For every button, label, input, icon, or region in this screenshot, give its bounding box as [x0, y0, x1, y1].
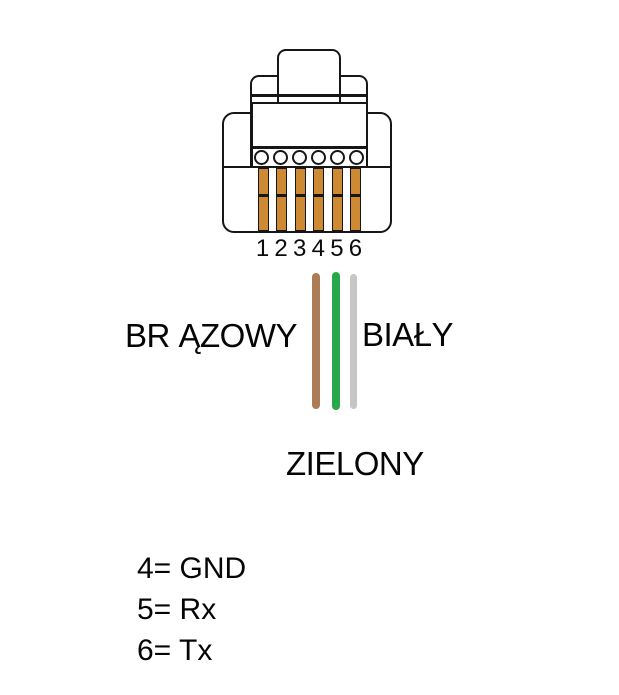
contact-circle-4	[310, 149, 326, 165]
legend-line: 5= Rx	[137, 593, 217, 626]
connector-ridge-line	[250, 94, 368, 97]
contact-circle-1	[254, 149, 270, 165]
pin-1	[258, 168, 269, 231]
white-wire	[350, 274, 357, 409]
green-wire	[332, 272, 340, 410]
green-wire-label: ZIELONY	[286, 445, 424, 482]
contact-circle-6	[348, 149, 364, 165]
gold-pins-row	[258, 168, 361, 231]
pin-5	[331, 168, 343, 231]
pin-assignment-legend: 4= GND 5= Rx 6= Tx	[137, 548, 246, 671]
pin-2	[276, 168, 288, 231]
pin-3	[294, 168, 306, 231]
contact-band-line	[250, 146, 368, 149]
contact-circle-3	[292, 149, 308, 165]
pin-number-5: 5	[330, 235, 344, 262]
pin-number-2: 2	[274, 235, 288, 262]
pin-4	[313, 168, 325, 231]
legend-line: 4= GND	[137, 552, 247, 585]
pin-number-1: 1	[255, 235, 270, 262]
connector-body-opening	[252, 110, 366, 117]
brown-wire	[312, 273, 320, 409]
contact-circle-5	[329, 149, 345, 165]
legend-line: 6= Tx	[137, 634, 213, 667]
connector-shoulder-line	[222, 165, 392, 168]
pin-number-4: 4	[311, 235, 325, 262]
connector-inner-wall	[250, 103, 253, 167]
pin-6	[349, 168, 361, 231]
connector-inner-wall	[365, 103, 368, 167]
contact-circle-2	[273, 149, 289, 165]
contact-circles-row	[251, 149, 368, 166]
brown-wire-label: BR ĄZOWY	[124, 317, 298, 354]
pin-number-3: 3	[293, 235, 307, 262]
pin-number-6: 6	[348, 235, 363, 262]
white-wire-label: BIAŁY	[362, 316, 454, 353]
connector-ridge-line	[250, 101, 368, 104]
